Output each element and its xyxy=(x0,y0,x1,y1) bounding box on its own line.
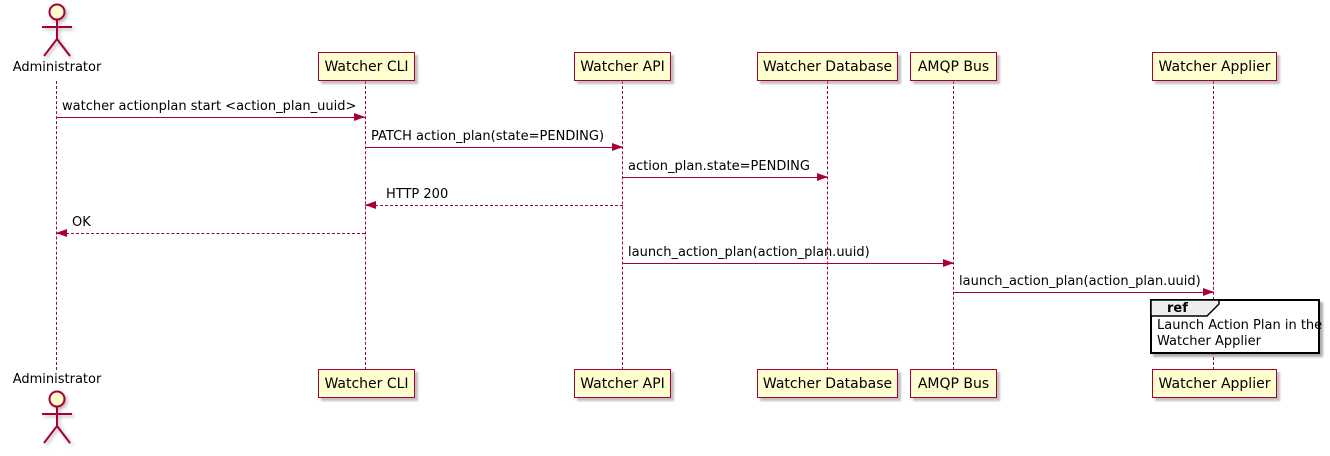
message-line xyxy=(953,292,1214,293)
participant-watcher-applier-bottom: Watcher Applier xyxy=(1152,369,1277,398)
message-label: launch_action_plan(action_plan.uuid) xyxy=(959,274,1201,289)
arrowhead-right-icon xyxy=(943,259,954,267)
message-label: PATCH action_plan(state=PENDING) xyxy=(371,129,605,144)
ref-fragment: ref Launch Action Plan in the Watcher Ap… xyxy=(1150,299,1323,354)
participant-watcher-api-bottom: Watcher API xyxy=(574,369,671,398)
ref-text-line2: Watcher Applier xyxy=(1157,334,1261,349)
message-line-dashed xyxy=(365,205,623,206)
actor-administrator-bottom: Administrator xyxy=(4,371,110,446)
message-label: launch_action_plan(action_plan.uuid) xyxy=(628,245,870,260)
arrowhead-right-icon xyxy=(1203,288,1214,296)
lifeline-watcher-database xyxy=(827,81,828,370)
participant-watcher-cli-top: Watcher CLI xyxy=(318,52,415,81)
message-launch-action-plan-applier: launch_action_plan(action_plan.uuid) xyxy=(953,273,1214,296)
arrowhead-right-icon xyxy=(354,113,365,121)
message-line-dashed xyxy=(56,233,365,234)
arrowhead-right-icon xyxy=(612,143,623,151)
message-label: HTTP 200 xyxy=(386,187,449,202)
lifeline-administrator xyxy=(56,81,57,370)
message-line xyxy=(622,263,954,264)
participant-watcher-applier-top: Watcher Applier xyxy=(1152,52,1277,81)
actor-label: Administrator xyxy=(12,60,102,75)
ref-keyword: ref xyxy=(1167,301,1188,316)
message-http-200: HTTP 200 xyxy=(365,186,623,209)
participant-watcher-cli-bottom: Watcher CLI xyxy=(318,369,415,398)
message-label: OK xyxy=(72,215,91,230)
message-line xyxy=(56,117,365,118)
lifeline-amqp-bus xyxy=(953,81,954,370)
participant-amqp-bus-bottom: AMQP Bus xyxy=(910,369,997,398)
arrowhead-left-icon xyxy=(365,201,376,209)
participant-amqp-bus-top: AMQP Bus xyxy=(910,52,997,81)
message-line xyxy=(365,147,623,148)
message-label: action_plan.state=PENDING xyxy=(628,159,810,174)
message-line xyxy=(622,177,828,178)
actor-stick-figure-icon xyxy=(42,390,72,444)
message-state-pending: action_plan.state=PENDING xyxy=(622,158,828,181)
message-launch-action-plan-bus: launch_action_plan(action_plan.uuid) xyxy=(622,244,954,267)
arrowhead-left-icon xyxy=(56,229,67,237)
participant-watcher-database-top: Watcher Database xyxy=(757,52,898,81)
message-ok: OK xyxy=(56,214,365,237)
participant-watcher-database-bottom: Watcher Database xyxy=(757,369,898,398)
arrowhead-right-icon xyxy=(817,173,828,181)
message-patch-action-plan: PATCH action_plan(state=PENDING) xyxy=(365,128,623,151)
actor-administrator-top: Administrator xyxy=(4,2,110,76)
lifeline-watcher-cli xyxy=(365,81,366,370)
message-label: watcher actionplan start <action_plan_uu… xyxy=(62,99,357,114)
lifeline-watcher-api xyxy=(622,81,623,370)
ref-text-line1: Launch Action Plan in the xyxy=(1157,318,1323,333)
actor-label: Administrator xyxy=(12,372,102,387)
actor-stick-figure-icon xyxy=(42,3,72,57)
message-start-actionplan: watcher actionplan start <action_plan_uu… xyxy=(56,98,365,121)
participant-watcher-api-top: Watcher API xyxy=(574,52,671,81)
lifeline-watcher-applier xyxy=(1213,81,1214,370)
ref-tab-shape xyxy=(1151,300,1220,317)
